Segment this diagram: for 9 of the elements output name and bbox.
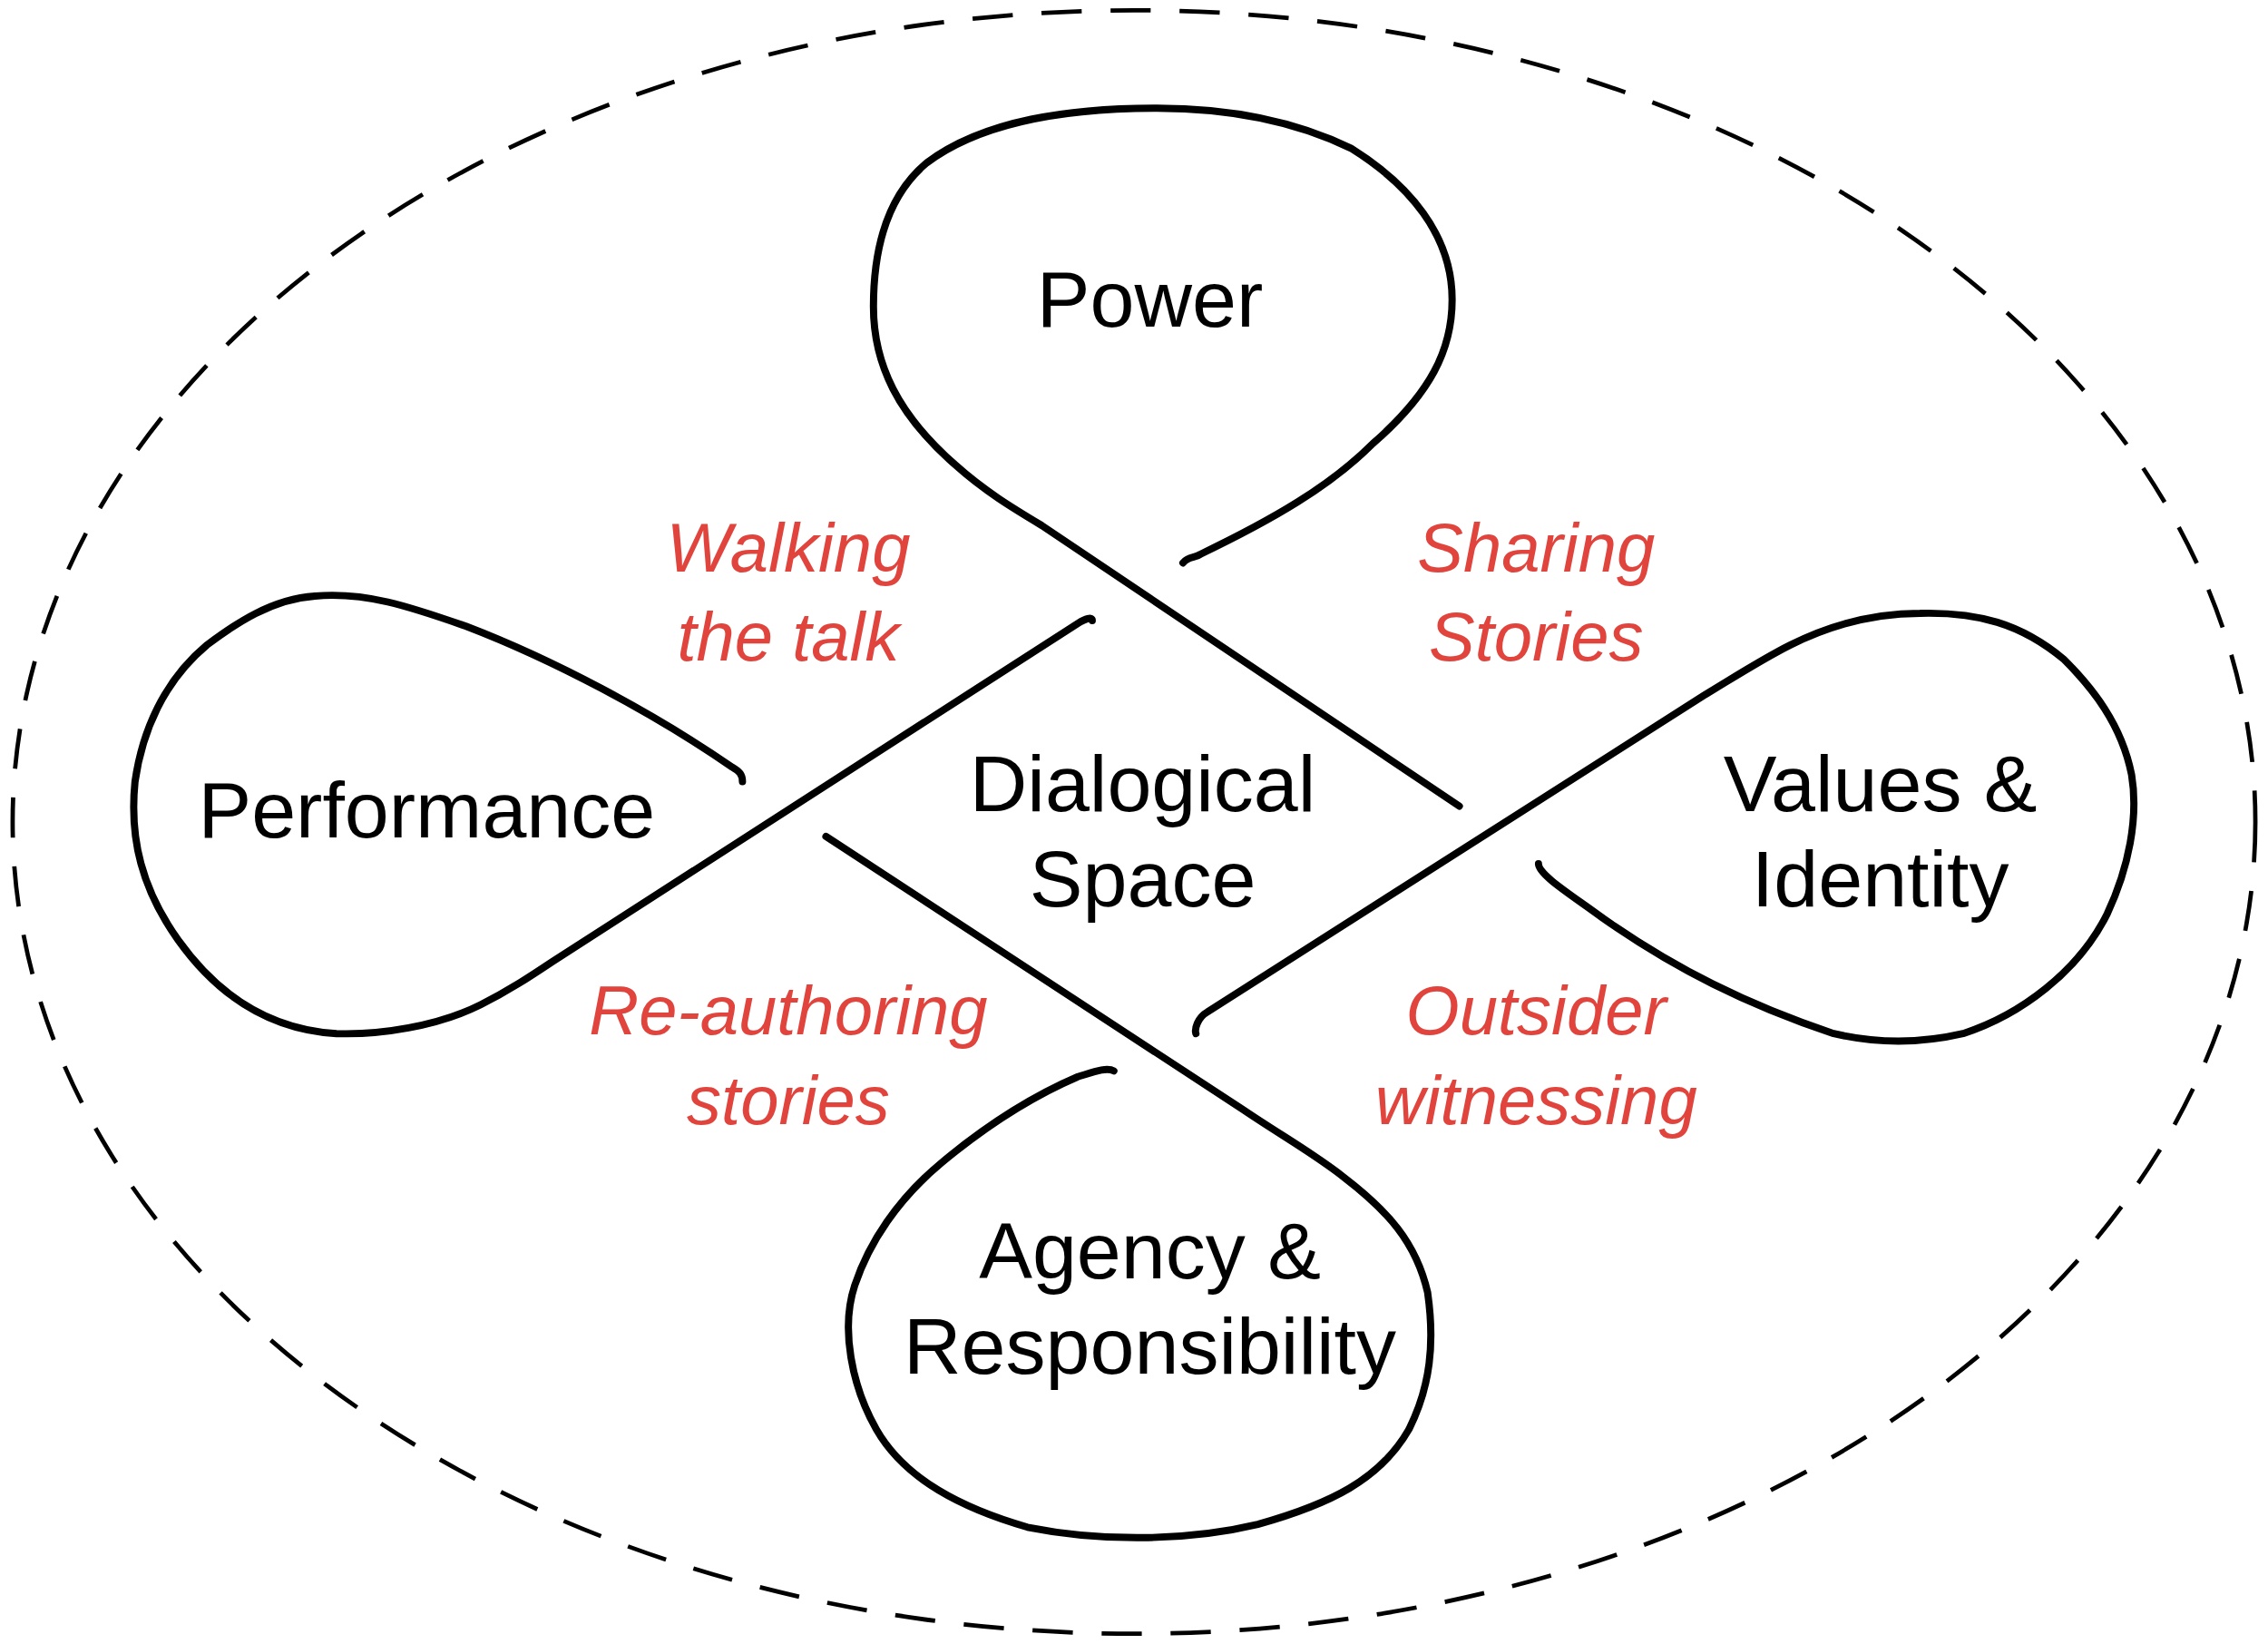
loop-label: Agency & Responsibility bbox=[886, 1203, 1413, 1395]
loop-label: Performance bbox=[154, 762, 699, 858]
loop-label: Power bbox=[968, 251, 1332, 347]
practice-label: Outsider witnessing bbox=[1374, 971, 1698, 1140]
practice-label: Sharing Stories bbox=[1416, 507, 1657, 678]
practice-label: Walking the talk bbox=[665, 507, 912, 678]
loop-label: Values & Identity bbox=[1698, 736, 2062, 928]
loop-label: Dialogical Space bbox=[952, 736, 1334, 928]
practice-label: Re-authoring stories bbox=[588, 971, 989, 1140]
